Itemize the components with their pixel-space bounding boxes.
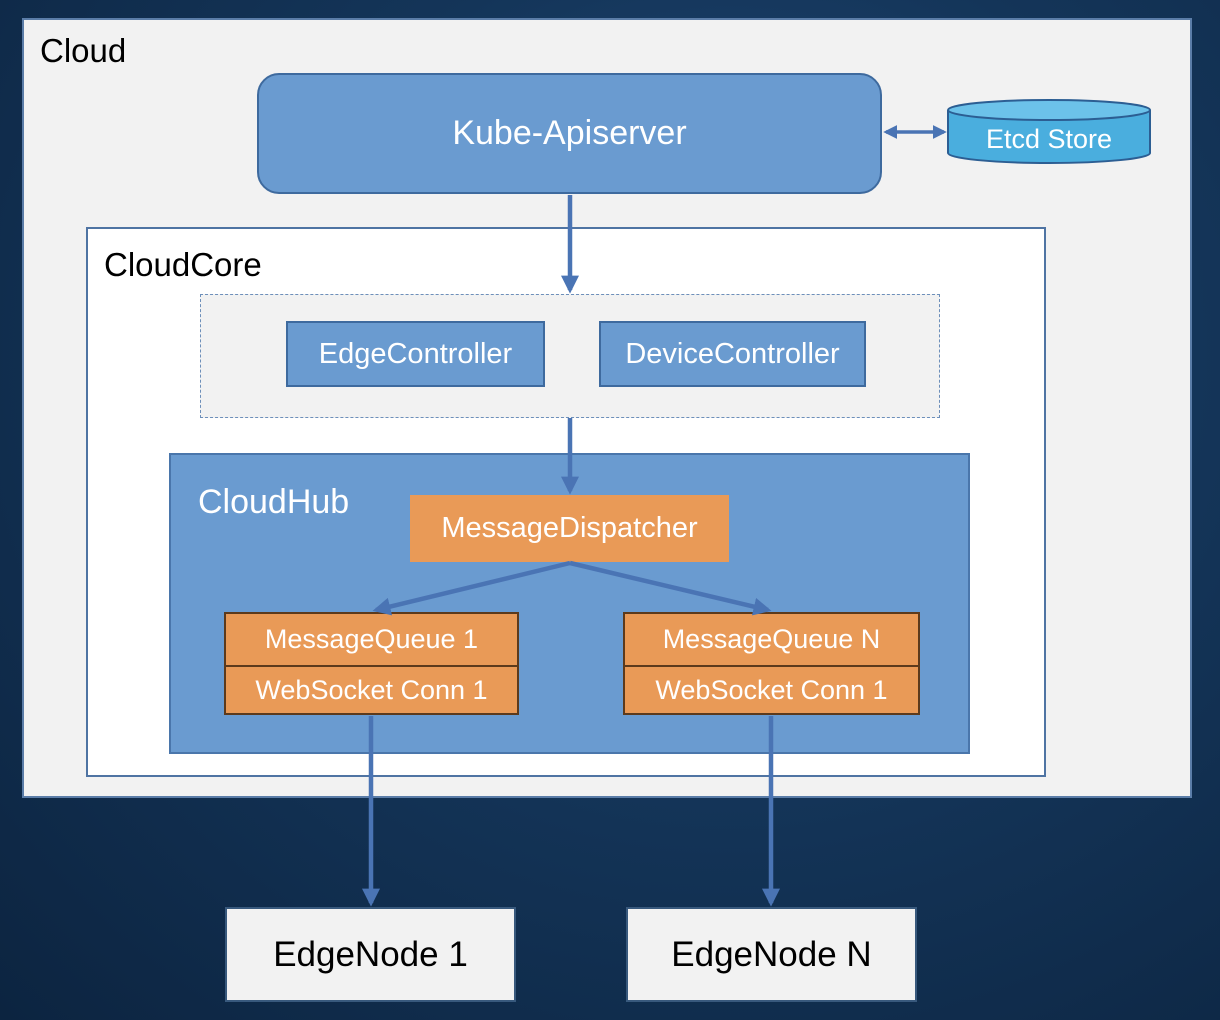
etcd-store-label: Etcd Store <box>986 124 1112 154</box>
device-controller-box[interactable]: DeviceController <box>599 321 866 387</box>
kube-apiserver-label: Kube-Apiserver <box>452 114 687 152</box>
websocket-conn-n-box[interactable]: WebSocket Conn 1 <box>623 667 920 715</box>
message-queue-n-label: MessageQueue N <box>662 624 881 654</box>
dispatcher-to-queue-1-arrow <box>372 560 571 616</box>
cloud-label: Cloud <box>40 32 127 69</box>
message-queue-n-box[interactable]: MessageQueue N <box>623 612 920 667</box>
kube-apiserver-box[interactable]: Kube-Apiserver <box>257 73 882 194</box>
websocket-conn-1-label: WebSocket Conn 1 <box>255 674 488 705</box>
edge-node-1-box[interactable]: EdgeNode 1 <box>225 907 516 1002</box>
message-dispatcher-label: MessageDispatcher <box>441 512 698 544</box>
edge-controller-label: EdgeController <box>318 337 513 370</box>
websocket-conn-1-box[interactable]: WebSocket Conn 1 <box>224 667 519 715</box>
edge-node-n-box[interactable]: EdgeNode N <box>626 907 917 1002</box>
device-controller-label: DeviceController <box>625 337 840 370</box>
dispatcher-to-queue-n-arrow <box>569 560 772 616</box>
websocket-conn-n-label: WebSocket Conn 1 <box>655 674 888 705</box>
message-queue-1-label: MessageQueue 1 <box>264 624 479 654</box>
message-queue-1-box[interactable]: MessageQueue 1 <box>224 612 519 667</box>
edge-node-n-label: EdgeNode N <box>671 934 872 974</box>
cloudcore-label: CloudCore <box>104 246 262 283</box>
edge-node-1-label: EdgeNode 1 <box>273 934 468 974</box>
cloudhub-label: CloudHub <box>198 483 350 521</box>
edge-controller-box[interactable]: EdgeController <box>286 321 545 387</box>
etcd-store-cylinder[interactable]: Etcd Store <box>947 99 1151 164</box>
